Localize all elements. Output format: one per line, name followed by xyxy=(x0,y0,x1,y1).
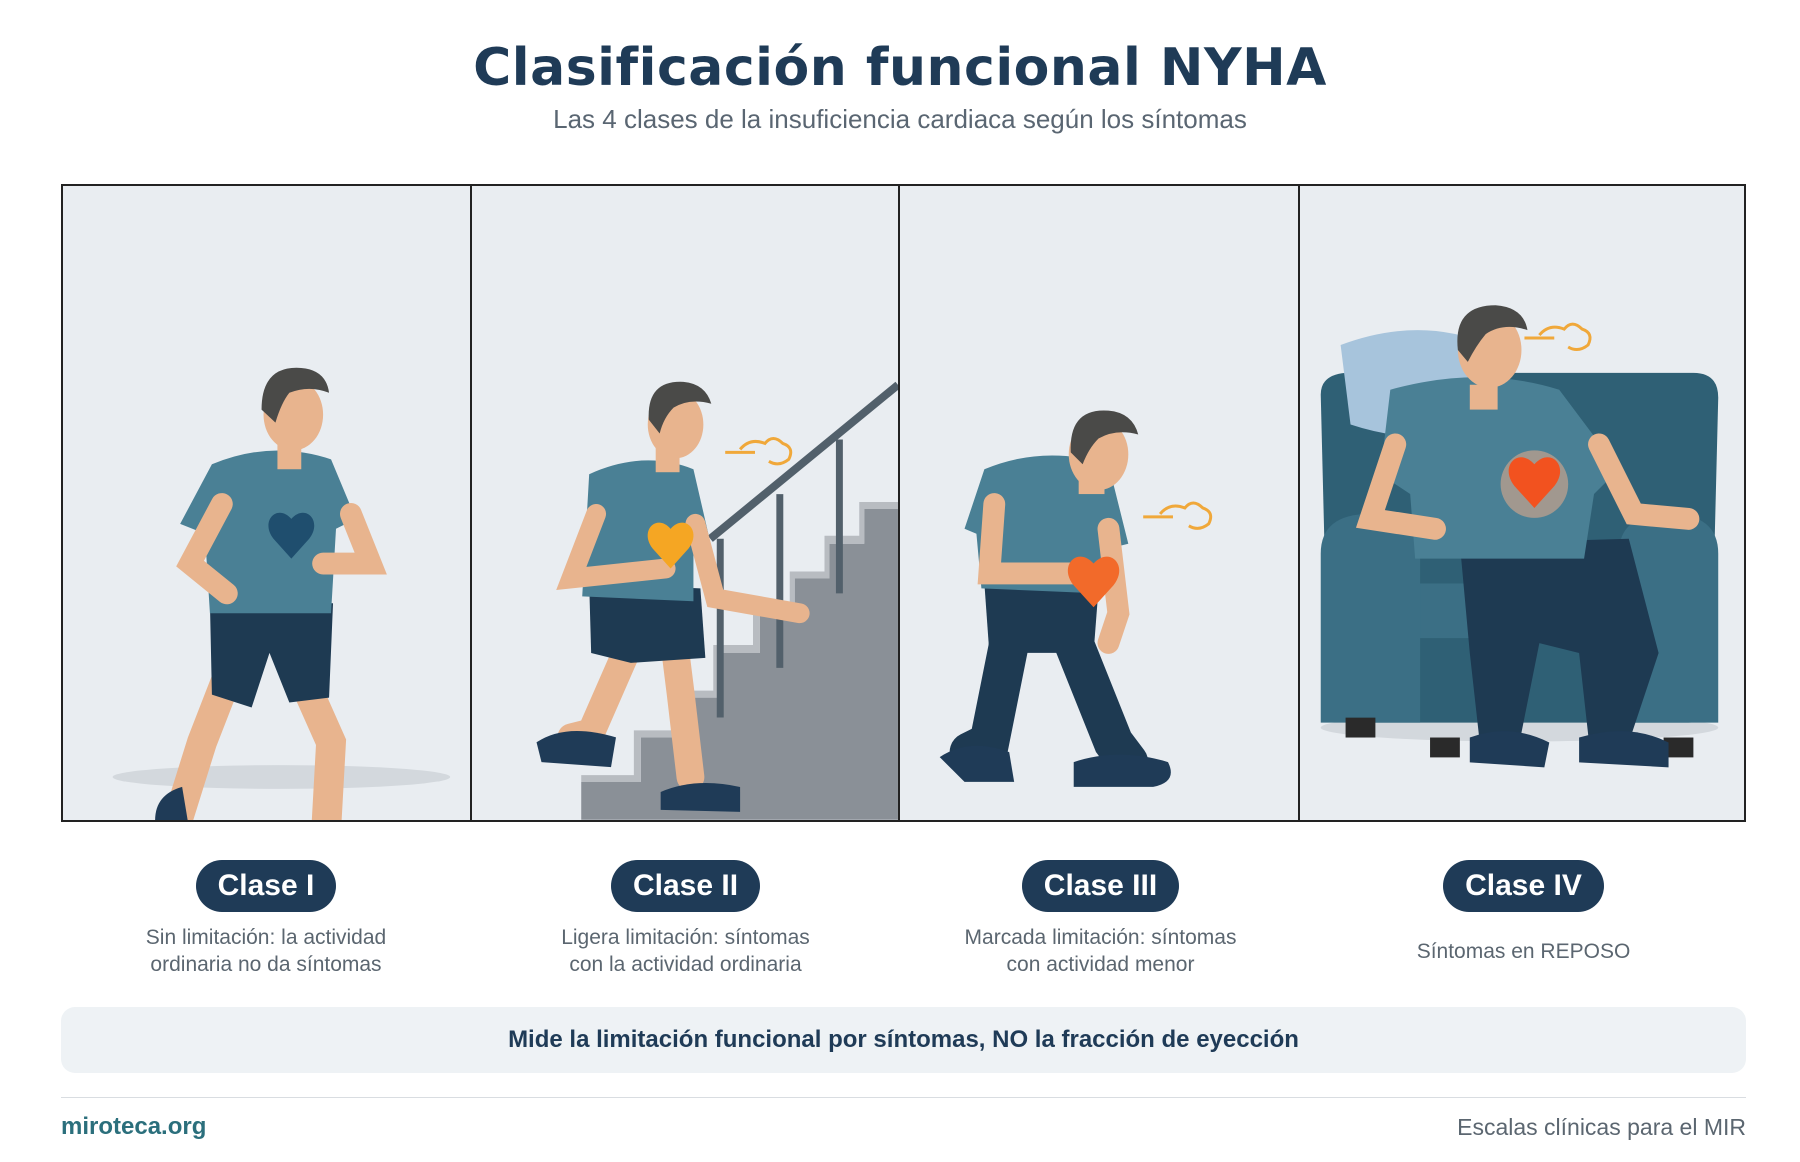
caption-class-1: Clase I Sin limitación: la actividad ord… xyxy=(61,860,471,978)
footer-divider xyxy=(61,1097,1746,1098)
description-line: Ligera limitación: síntomas xyxy=(561,926,810,949)
page-title: Clasificación funcional NYHA xyxy=(473,38,1327,98)
description-line: Marcada limitación: síntomas xyxy=(964,926,1237,949)
key-note-banner: Mide la limitación funcional por síntoma… xyxy=(61,1007,1746,1073)
jogging-man-illustration xyxy=(112,367,451,820)
breathless-man-illustration xyxy=(939,410,1213,787)
class-badge: Clase I xyxy=(195,860,337,912)
class-captions: Clase I Sin limitación: la actividad ord… xyxy=(61,860,1746,978)
panel-class-4 xyxy=(1300,186,1744,820)
description-line: ordinaria no da síntomas xyxy=(150,953,382,976)
class-description: Ligera limitación: síntomas con la activ… xyxy=(561,924,810,978)
panel-class-1 xyxy=(63,186,473,820)
caption-class-3: Clase III Marcada limitación: síntomas c… xyxy=(900,860,1301,978)
class-description: Marcada limitación: síntomas con activid… xyxy=(965,924,1237,978)
site-link[interactable]: miroteca.org xyxy=(61,1113,207,1140)
description-line: Síntomas en REPOSO xyxy=(1416,940,1631,963)
page-subtitle: Las 4 clases de la insuficiencia cardiac… xyxy=(553,104,1247,134)
resting-man-illustration xyxy=(1320,305,1719,768)
class-description: Sin limitación: la actividad ordinaria n… xyxy=(146,924,386,978)
illustration-panels xyxy=(61,184,1746,822)
stairs-climbing-illustration xyxy=(536,381,899,820)
panel-class-2 xyxy=(472,186,901,820)
description-line: con la actividad ordinaria xyxy=(569,953,802,976)
class-badge: Clase II xyxy=(610,860,761,912)
description-line: con actividad menor xyxy=(1006,953,1195,976)
class-badge: Clase III xyxy=(1021,860,1180,912)
footer-tagline: Escalas clínicas para el MIR xyxy=(1457,1114,1746,1140)
class-description: Síntomas en REPOSO xyxy=(1417,938,1631,965)
panel-class-3 xyxy=(900,186,1301,820)
class-badge: Clase IV xyxy=(1443,860,1604,912)
caption-class-2: Clase II Ligera limitación: síntomas con… xyxy=(471,860,900,978)
caption-class-4: Clase IV Síntomas en REPOSO xyxy=(1301,860,1746,978)
description-line: Sin limitación: la actividad xyxy=(145,926,387,949)
